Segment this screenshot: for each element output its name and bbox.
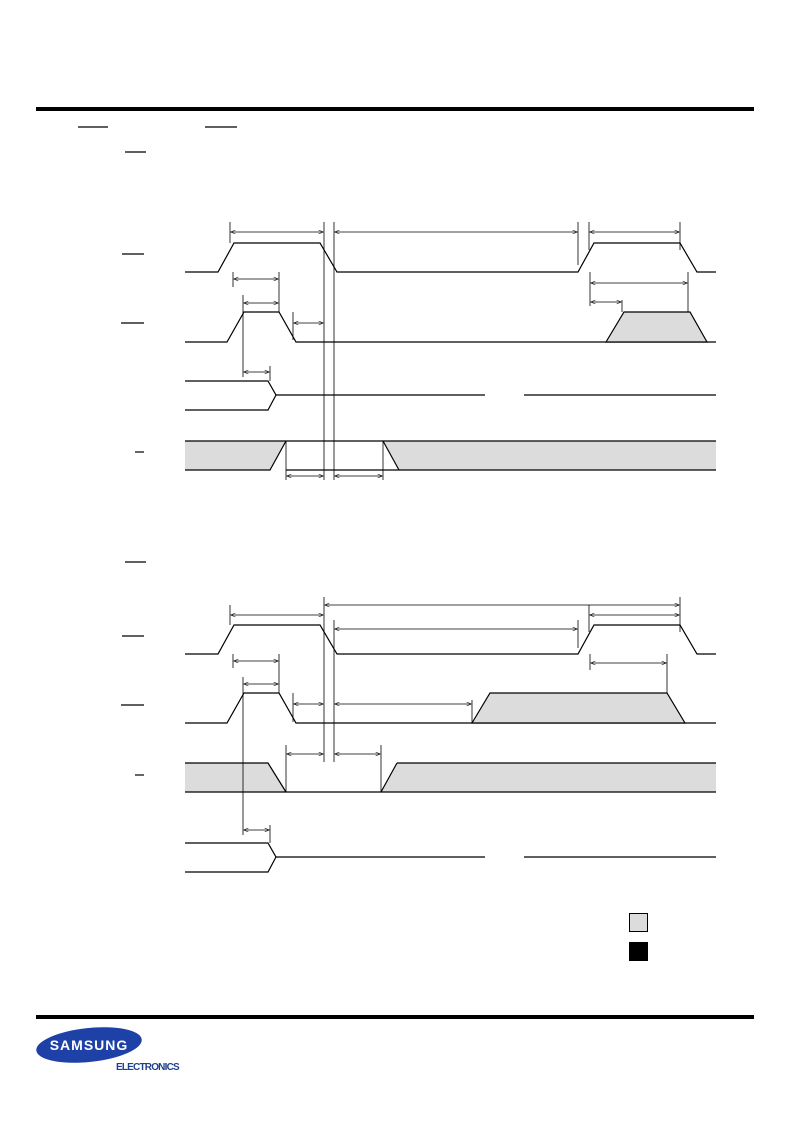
d2-bus-upper xyxy=(185,842,485,858)
d2-signal-3-shaded-left xyxy=(185,763,286,792)
d2-signal-2-waveform xyxy=(185,692,716,724)
samsung-logo: SAMSUNG xyxy=(36,1027,142,1063)
d2-signal-2-shaded-pulse xyxy=(470,692,687,724)
header-rule xyxy=(36,107,754,111)
label-overbars xyxy=(78,126,237,776)
d1-signal-1-waveform xyxy=(185,242,716,273)
d2-signal-3-shaded-right xyxy=(381,763,716,792)
electronics-wordmark: ELECTRONICS xyxy=(116,1062,180,1073)
legend-grey-swatch xyxy=(629,913,648,932)
d2-bus-lower xyxy=(185,856,277,873)
d1-signal-2-shaded-pulse xyxy=(604,311,709,343)
d1-signal-2-waveform xyxy=(185,311,716,343)
timing-diagram-1 xyxy=(185,222,716,480)
d1-signal-4-shaded-right xyxy=(383,441,716,470)
d2-signal-1-waveform xyxy=(185,624,716,655)
footer-rule xyxy=(36,1015,754,1019)
d1-bus-lower xyxy=(185,394,277,411)
d1-signal-4-shaded-left xyxy=(185,441,286,470)
timing-diagram-2 xyxy=(185,597,716,873)
samsung-logo-text: SAMSUNG xyxy=(50,1037,129,1053)
legend-black-swatch xyxy=(629,942,648,961)
d1-bus-upper xyxy=(185,380,485,396)
